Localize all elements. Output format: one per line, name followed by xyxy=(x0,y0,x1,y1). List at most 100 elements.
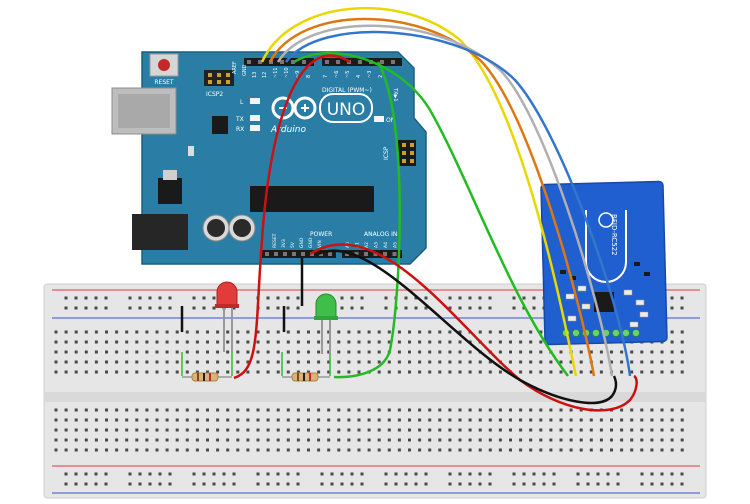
breadboard-hole xyxy=(105,370,108,374)
breadboard-hole xyxy=(640,360,644,364)
header-pin xyxy=(345,252,349,256)
gray-wire xyxy=(276,24,614,377)
breadboard-hole xyxy=(266,472,270,476)
breadboard-hole xyxy=(256,408,260,412)
breadboard-hole xyxy=(327,418,331,422)
breadboard-hole xyxy=(105,418,108,422)
icsp-pin xyxy=(410,143,414,147)
breadboard-hole xyxy=(226,350,230,354)
rfid-smd-part xyxy=(567,315,577,322)
breadboard-hole xyxy=(522,296,526,300)
dc-power-jack xyxy=(132,214,188,250)
breadboard-hole xyxy=(549,428,553,432)
breadboard-hole xyxy=(202,482,206,486)
breadboard-hole xyxy=(158,296,162,300)
breadboard-hole xyxy=(296,472,300,476)
breadboard-hole xyxy=(529,350,533,354)
breadboard-hole xyxy=(195,408,199,412)
breadboard-hole xyxy=(377,408,381,412)
power-pin-label: VIN xyxy=(317,240,323,248)
breadboard-hole xyxy=(408,360,411,364)
breadboard-hole xyxy=(387,370,391,374)
header-pin xyxy=(247,60,251,64)
breadboard-hole xyxy=(115,360,119,364)
breadboard-hole xyxy=(599,360,603,364)
breadboard-hole xyxy=(488,428,492,432)
breadboard-hole xyxy=(337,408,341,412)
breadboard-hole xyxy=(327,350,331,354)
icsp2-pin xyxy=(226,80,230,84)
breadboard-hole xyxy=(256,340,260,344)
breadboard-hole xyxy=(94,428,98,432)
breadboard-hole xyxy=(135,428,139,432)
breadboard-hole xyxy=(54,448,58,452)
breadboard-hole xyxy=(660,448,664,452)
breadboard-hole xyxy=(367,350,371,354)
digital-pin-label: 7 xyxy=(323,75,329,78)
breadboard-hole xyxy=(488,448,492,452)
breadboard-hole xyxy=(478,482,482,486)
rfid-model-label: RFID-RC522 xyxy=(610,214,618,256)
analog-header xyxy=(342,250,402,258)
breadboard-hole xyxy=(125,418,129,422)
breadboard-hole xyxy=(347,438,351,442)
breadboard-hole xyxy=(347,370,351,374)
breadboard-hole xyxy=(84,360,88,364)
breadboard-hole xyxy=(448,306,452,310)
small-chip xyxy=(212,116,228,134)
breadboard-hole xyxy=(246,360,250,364)
rfid-pcb xyxy=(540,180,668,346)
breadboard-hole xyxy=(135,418,139,422)
breadboard-hole xyxy=(185,340,189,344)
tx-pin-label: TX▶1 xyxy=(392,87,398,102)
breadboard-hole xyxy=(569,360,573,364)
breadboard-hole xyxy=(145,350,149,354)
breadboard-hole xyxy=(408,418,411,422)
breadboard-hole xyxy=(145,438,149,442)
breadboard-hole xyxy=(448,472,452,476)
breadboard-hole xyxy=(216,370,220,374)
breadboard-hole xyxy=(337,370,341,374)
green-led xyxy=(314,293,338,354)
breadboard-hole xyxy=(680,360,684,364)
breadboard-hole xyxy=(266,428,270,432)
breadboard-hole xyxy=(350,472,354,476)
reset-label: RESET xyxy=(154,79,174,86)
breadboard-hole xyxy=(519,330,523,334)
breadboard-hole xyxy=(640,428,644,432)
breadboard-hole xyxy=(539,438,543,442)
breadboard-hole xyxy=(206,418,209,422)
breadboard-hole xyxy=(165,340,169,344)
breadboard-hole xyxy=(616,482,620,486)
led-l-label: L xyxy=(240,99,244,106)
breadboard-hole xyxy=(478,418,482,422)
rfid-smd-part xyxy=(629,321,639,328)
breadboard-hole xyxy=(596,482,600,486)
breadboard-hole xyxy=(640,482,644,486)
breadboard-hole xyxy=(529,370,533,374)
breadboard-hole xyxy=(307,340,310,344)
breadboard-hole xyxy=(468,360,472,364)
breadboard-hole xyxy=(158,472,162,476)
breadboard-hole xyxy=(54,330,58,334)
breadboard-hole xyxy=(579,408,583,412)
breadboard-hole xyxy=(458,408,462,412)
breadboard-hole xyxy=(276,482,280,486)
breadboard-hole xyxy=(54,360,58,364)
breadboard-hole xyxy=(448,448,452,452)
rfid-smd-part xyxy=(570,276,576,280)
breadboard-hole xyxy=(468,438,472,442)
breadboard-hole xyxy=(54,340,58,344)
breadboard-hole xyxy=(428,370,432,374)
breadboard-hole xyxy=(610,428,613,432)
breadboard-hole xyxy=(498,438,502,442)
breadboard-hole xyxy=(367,438,371,442)
breadboard-hole xyxy=(286,438,290,442)
breadboard-hole xyxy=(276,418,280,422)
breadboard-hole xyxy=(236,448,240,452)
breadboard-hole xyxy=(206,428,209,432)
breadboard-hole xyxy=(529,340,533,344)
breadboard-hole xyxy=(202,472,206,476)
breadboard-hole xyxy=(478,438,482,442)
